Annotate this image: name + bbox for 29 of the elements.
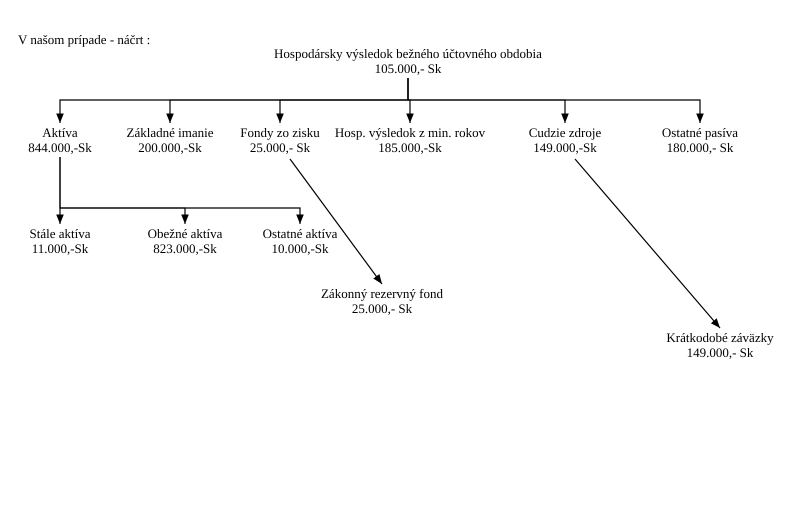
node-label: Stále aktíva <box>28 226 92 241</box>
amount-text: 200.000,-Sk <box>137 140 203 155</box>
node-label: Obežné aktíva <box>146 226 224 241</box>
node-label: Hospodársky výsledok bežného účtovného obdobia <box>273 46 543 61</box>
arrow <box>407 78 704 123</box>
node-label: Ostatné pasíva <box>660 125 740 140</box>
amount-text: 180.000,- Sk <box>666 140 734 155</box>
node-label: Aktíva <box>41 125 79 140</box>
amount-text: 149.000,-Sk <box>532 140 598 155</box>
node-label: Krátkodobé záväzky <box>665 330 775 345</box>
arrow <box>290 158 382 284</box>
amount-text: 844.000,-Sk <box>27 140 93 155</box>
diagram-title: V našom prípade - náčrt : <box>18 32 150 48</box>
node-label: Cudzie zdroje <box>528 125 602 140</box>
amount-text: 25.000,- Sk <box>248 140 312 155</box>
arrow <box>574 158 720 328</box>
node-label: Základné imanie <box>126 125 214 140</box>
node-label: Zákonný rezervný fond <box>320 286 444 301</box>
node-label: Ostatné aktíva <box>262 226 338 241</box>
node-label: Fondy zo zisku <box>239 125 321 140</box>
amount-text: 149.000,- Sk <box>686 345 754 360</box>
amount-text: 105.000,- Sk <box>374 61 442 76</box>
amount-text: 823.000,-Sk <box>152 241 218 256</box>
node-label: Hosp. výsledok z min. rokov <box>334 125 486 140</box>
amount-text: 10.000,-Sk <box>270 241 330 256</box>
amount-text: 25.000,- Sk <box>350 301 414 316</box>
amount-text: 11.000,-Sk <box>30 241 90 256</box>
arrow <box>59 157 304 224</box>
amount-text: 185.000,-Sk <box>377 140 443 155</box>
